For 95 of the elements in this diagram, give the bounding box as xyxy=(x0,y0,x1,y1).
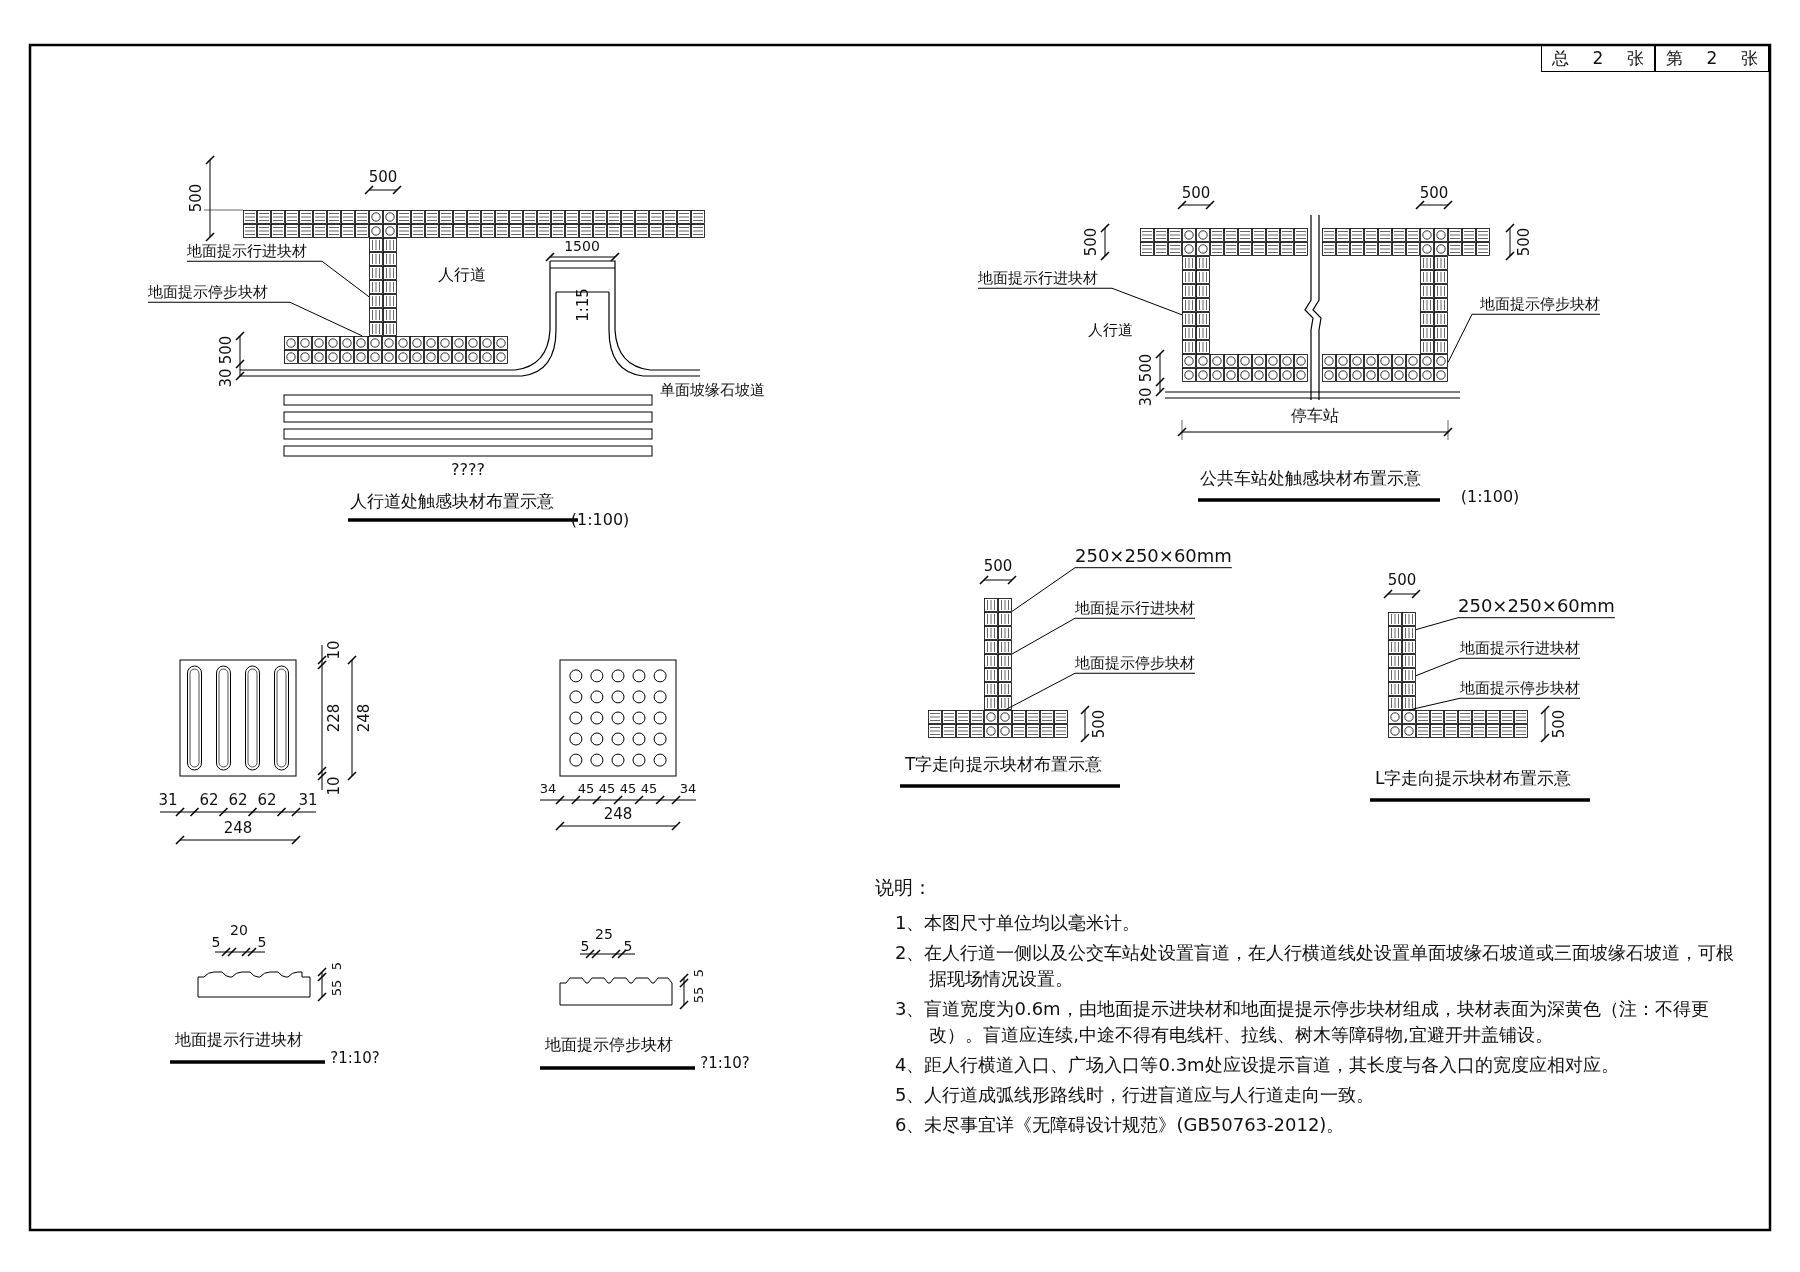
dimension-text: 62 xyxy=(199,792,219,808)
dimension-text: 31 xyxy=(298,792,318,808)
area-label: 人行道 xyxy=(438,267,486,283)
dimension-text: 62 xyxy=(257,792,277,808)
tactile-tile-strip xyxy=(1322,354,1448,382)
dimension-text: 5 xyxy=(580,939,590,953)
dimension-text: 500 xyxy=(188,183,204,213)
area-label: 人行道 xyxy=(1087,322,1133,338)
tactile-tile-strip xyxy=(984,710,1012,738)
callout-label: 地面提示行进块材 xyxy=(1075,600,1195,618)
dimension-text: 31 xyxy=(158,792,178,808)
dimension-text: 45 xyxy=(619,781,637,795)
area-label: 单面坡缘石坡道 xyxy=(659,382,765,398)
tactile-tile-strip xyxy=(284,336,508,364)
note-text: 5、人行道成弧线形路线时，行进盲道应与人行道走向一致。 xyxy=(895,1083,1376,1107)
leader-line xyxy=(1447,313,1601,363)
dimension-text: 248 xyxy=(223,820,253,836)
leader-line xyxy=(186,260,370,298)
dimension-text: 500 xyxy=(1551,709,1567,739)
dimension-text: 5 xyxy=(257,935,267,949)
scale-text: ?1:10? xyxy=(700,1055,750,1071)
dimension-text: 5 xyxy=(623,939,633,953)
notes-heading: 说明： xyxy=(875,878,932,897)
title-block-cell: 总 2 张 xyxy=(1541,45,1655,72)
leader-line xyxy=(1415,617,1616,631)
callout-label: 地面提示行进块材 xyxy=(187,243,307,261)
drawing-title: 人行道处触感块材布置示意 xyxy=(350,493,554,510)
dimension-text: 228 xyxy=(326,703,342,733)
dimension-text: 25 xyxy=(595,927,613,941)
dimension-text: 45 xyxy=(640,781,658,795)
title-block-cell: 第 2 张 xyxy=(1655,45,1769,72)
tactile-tile-strip xyxy=(1388,710,1416,738)
leader-line xyxy=(1004,672,1196,711)
callout-label: 地面提示停步块材 xyxy=(1460,680,1580,698)
drawing-title: 地面提示停步块材 xyxy=(545,1037,673,1053)
area-label: 停车站 xyxy=(1291,408,1339,424)
scale-text: (1:100) xyxy=(570,512,630,528)
callout-label: 250×250×60mm xyxy=(1075,546,1232,567)
dimension-text: 5 xyxy=(211,935,221,949)
dimension-text: 500 xyxy=(1516,227,1532,257)
dimension-text: 34 xyxy=(539,781,557,795)
dimension-text: 500 xyxy=(218,335,234,365)
drawing-title: 地面提示行进块材 xyxy=(175,1032,303,1048)
drawing-title: 公共车站处触感块材布置示意 xyxy=(1200,470,1421,487)
tactile-tile-strip xyxy=(984,598,1012,710)
dimension-text: 10 xyxy=(326,640,342,660)
dimension-text: 500 xyxy=(1419,185,1449,201)
drawing-title: T字走向提示块材布置示意 xyxy=(905,756,1103,773)
dimension-text: 500 xyxy=(1387,572,1417,588)
note-text: 1、本图尺寸单位均以毫米计。 xyxy=(895,911,1142,935)
dimension-text: 500 xyxy=(1091,709,1107,739)
callout-label: 地面提示行进块材 xyxy=(978,270,1098,288)
dimension-text: 500 xyxy=(983,558,1013,574)
dimension-text: 5 xyxy=(329,961,343,971)
leader-line xyxy=(977,287,1183,316)
note-text: 6、未尽事宜详《无障碍设计规范》(GB50763-2012)。 xyxy=(895,1113,1346,1137)
dimension-text: 55 xyxy=(691,986,705,1004)
leader-line xyxy=(147,301,363,337)
dimension-text: 1500 xyxy=(564,239,600,253)
dimension-text: 10 xyxy=(326,776,342,796)
leader-line xyxy=(1011,617,1196,655)
tactile-tile-strip xyxy=(1182,256,1210,354)
dimension-text: 5 xyxy=(691,968,705,978)
dimension-text: 45 xyxy=(577,781,595,795)
dimension-text: 500 xyxy=(368,169,398,185)
note-text: 2、在人行道一侧以及公交车站处设置盲道，在人行横道线处设置单面坡缘石坡道或三面坡缘石坡道，可根据现场情况设置。 xyxy=(895,941,1736,992)
tactile-tile-strip xyxy=(1388,612,1416,710)
dimension-text: 248 xyxy=(603,806,633,822)
dimension-text: 34 xyxy=(679,781,697,795)
tactile-tile-strip xyxy=(369,238,397,336)
placeholder-text: ???? xyxy=(451,462,485,478)
note-text: 3、盲道宽度为0.6m，由地面提示进块材和地面提提示停步块材组成，块材表面为深黄色（注：不得更改）。盲道应连续,中途不得有电线杆、拉线、树木等障碍物,宜避开井盖铺设。 xyxy=(895,997,1710,1048)
callout-label: 地面提示行进块材 xyxy=(1460,640,1580,658)
dimension-text: 20 xyxy=(230,923,248,937)
leader-line xyxy=(1415,657,1581,677)
dimension-text: 500 xyxy=(1083,227,1099,257)
leader-line xyxy=(1408,697,1581,711)
dimension-text: 55 xyxy=(329,979,343,997)
leader-line xyxy=(1011,567,1233,612)
scale-text: ?1:10? xyxy=(330,1050,380,1066)
dimension-text: 1:15 xyxy=(575,288,591,322)
dimension-text: 62 xyxy=(228,792,248,808)
dimension-text: 45 xyxy=(598,781,616,795)
dimension-text: 248 xyxy=(356,703,372,733)
dimension-text: 30 xyxy=(218,368,234,388)
dimension-text: 500 xyxy=(1181,185,1211,201)
drawing-title: L字走向提示块材布置示意 xyxy=(1375,770,1572,787)
scale-text: (1:100) xyxy=(1460,489,1520,505)
callout-label: 地面提示停步块材 xyxy=(1075,655,1195,673)
dimension-text: 30 xyxy=(1138,387,1154,407)
callout-label: 250×250×60mm xyxy=(1458,596,1615,617)
callout-label: 地面提示停步块材 xyxy=(1480,296,1600,314)
dimension-text: 500 xyxy=(1138,353,1154,383)
callout-label: 地面提示停步块材 xyxy=(148,284,268,302)
note-text: 4、距人行横道入口、广场入口等0.3m处应设提示盲道，其长度与各入口的宽度应相对应。 xyxy=(895,1053,1620,1077)
